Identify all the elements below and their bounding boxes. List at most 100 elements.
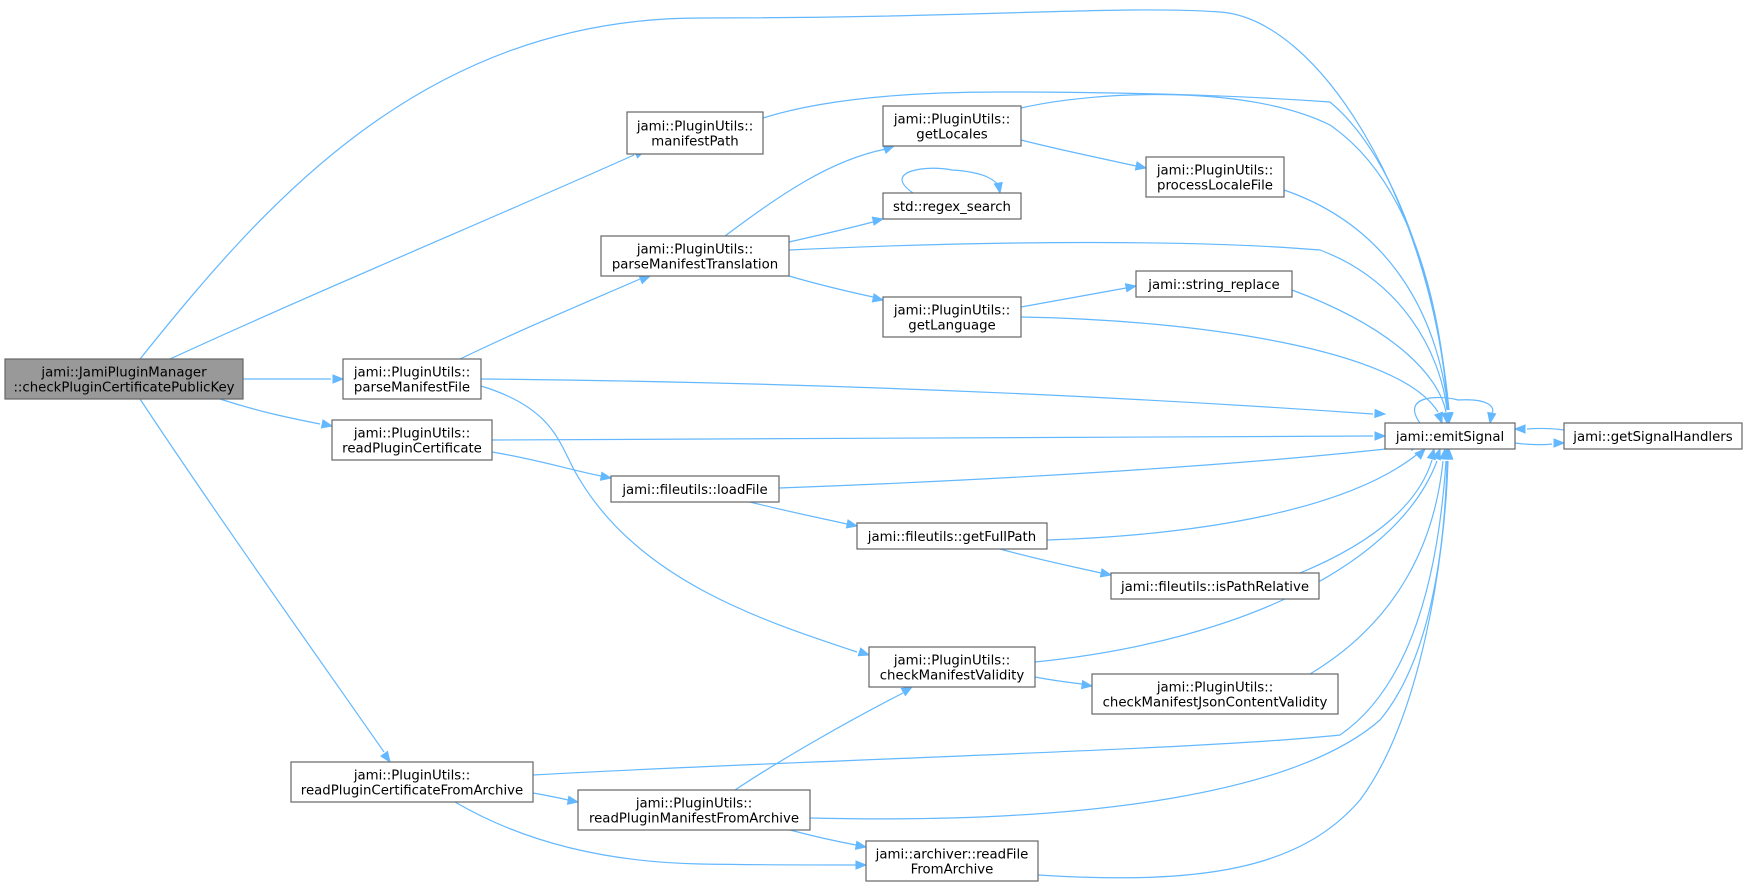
- node-getLanguage[interactable]: jami::PluginUtils::getLanguage: [882, 296, 1022, 338]
- node-box[interactable]: [856, 522, 1048, 550]
- node-getLocales[interactable]: jami::PluginUtils::getLocales: [882, 105, 1022, 147]
- edge-getFullPath-to-isPathRelative: [999, 548, 1113, 578]
- node-box[interactable]: [577, 789, 811, 831]
- edge-line: [724, 148, 887, 237]
- node-label-line: readPluginCertificate: [342, 442, 482, 457]
- node-readPluginCertificate[interactable]: jami::PluginUtils::readPluginCertificate: [331, 419, 493, 461]
- node-isPathRelative[interactable]: jami::fileutils::isPathRelative: [1110, 572, 1320, 600]
- node-string_replace[interactable]: jami::string_replace: [1135, 270, 1293, 298]
- node-emitSignal[interactable]: jami::emitSignal: [1384, 422, 1516, 450]
- node-box[interactable]: [1110, 572, 1320, 600]
- node-box[interactable]: [865, 840, 1039, 882]
- node-loadFile[interactable]: jami::fileutils::loadFile: [610, 475, 780, 503]
- edge-getFullPath-to-emitSignal: [1046, 448, 1426, 541]
- edge-parseManifestFile-to-parseManifestTranslation: [459, 275, 652, 360]
- edge-checkPluginCertificatePublicKey-to-manifestPath: [169, 149, 647, 360]
- edge-line: [749, 501, 848, 525]
- edge-parseManifestFile-to-emitSignal: [480, 378, 1387, 419]
- arrowhead: [871, 293, 885, 303]
- node-box[interactable]: [626, 111, 764, 155]
- node-box[interactable]: [1384, 422, 1516, 450]
- node-label-line: jami::fileutils::isPathRelative: [1120, 580, 1309, 595]
- edge-line: [1020, 287, 1127, 308]
- edge-line: [788, 241, 1448, 411]
- node-parseManifestTranslation[interactable]: jami::PluginUtils::parseManifestTranslat…: [600, 235, 790, 277]
- node-box[interactable]: [600, 235, 790, 277]
- edge-getSignalHandlers-to-emitSignal: [1513, 424, 1565, 434]
- arrowhead: [993, 181, 1003, 195]
- node-label-line: checkManifestValidity: [880, 669, 1025, 684]
- arrowhead: [638, 275, 652, 285]
- edge-line: [139, 398, 385, 753]
- arrowhead: [1124, 283, 1138, 293]
- node-label-line: jami::PluginUtils::: [635, 797, 752, 812]
- edge-checkManifestValidity-to-checkManifestJsonContentValidity: [1034, 676, 1094, 690]
- node-box[interactable]: [290, 761, 534, 803]
- node-label-line: readPluginManifestFromArchive: [589, 812, 799, 827]
- node-label-line: checkManifestJsonContentValidity: [1103, 696, 1328, 711]
- node-box[interactable]: [868, 646, 1036, 688]
- edge-line: [169, 154, 635, 360]
- node-box[interactable]: [342, 358, 482, 400]
- node-box[interactable]: [882, 296, 1022, 338]
- arrowhead: [1080, 679, 1094, 690]
- edge-parseManifestTranslation-to-getLocales: [724, 145, 896, 237]
- node-box[interactable]: [4, 358, 244, 400]
- node-box[interactable]: [331, 419, 493, 461]
- node-parseManifestFile[interactable]: jami::PluginUtils::parseManifestFile: [342, 358, 482, 400]
- edge-parseManifestFile-to-checkManifestValidity: [480, 385, 871, 657]
- edge-getLanguage-to-emitSignal: [1020, 316, 1443, 425]
- edge-line: [1020, 316, 1439, 413]
- edge-manifestPath-to-emitSignal: [762, 91, 1454, 425]
- edge-line: [139, 9, 1450, 411]
- edge-string_replace-to-emitSignal: [1291, 289, 1451, 425]
- node-label-line: jami::PluginUtils::: [1156, 681, 1273, 696]
- node-box[interactable]: [1091, 673, 1339, 715]
- node-checkPluginCertificatePublicKey[interactable]: jami::JamiPluginManager::checkPluginCert…: [4, 358, 244, 400]
- node-checkManifestJsonContentValidity[interactable]: jami::PluginUtils::checkManifestJsonCont…: [1091, 673, 1339, 715]
- edge-line: [788, 275, 874, 298]
- node-label-line: readPluginCertificateFromArchive: [301, 784, 523, 799]
- node-readPluginManifestFromArchive[interactable]: jami::PluginUtils::readPluginManifestFro…: [577, 789, 811, 831]
- node-box[interactable]: [882, 105, 1022, 147]
- node-label-line: std::regex_search: [893, 200, 1011, 215]
- arrowhead: [1433, 411, 1443, 425]
- node-label-line: jami::PluginUtils::: [893, 113, 1010, 128]
- node-label-line: jami::PluginUtils::: [893, 654, 1010, 669]
- node-box[interactable]: [882, 192, 1022, 220]
- edge-isPathRelative-to-emitSignal: [1299, 447, 1436, 574]
- edge-readPluginCertificate-to-emitSignal: [491, 431, 1387, 441]
- node-box[interactable]: [1145, 156, 1285, 198]
- node-readPluginCertificateFromArchive[interactable]: jami::PluginUtils::readPluginCertificate…: [290, 761, 534, 803]
- node-box[interactable]: [1563, 422, 1743, 450]
- node-box[interactable]: [610, 475, 780, 503]
- node-box[interactable]: [1135, 270, 1293, 298]
- edge-line: [491, 451, 602, 477]
- node-manifestPath[interactable]: jami::PluginUtils::manifestPath: [626, 111, 764, 155]
- arrowhead: [900, 686, 914, 697]
- edge-line: [1034, 676, 1083, 685]
- edge-loadFile-to-getFullPath: [749, 501, 859, 529]
- arrowhead: [566, 795, 580, 805]
- edge-line: [788, 221, 874, 243]
- edge-line: [219, 398, 321, 425]
- edge-parseManifestTranslation-to-getLanguage: [788, 275, 885, 303]
- node-getFullPath[interactable]: jami::fileutils::getFullPath: [856, 522, 1048, 550]
- node-processLocaleFile[interactable]: jami::PluginUtils::processLocaleFile: [1145, 156, 1285, 198]
- edge-line: [734, 692, 904, 791]
- arrowhead: [1099, 568, 1113, 578]
- node-regex_search[interactable]: std::regex_search: [882, 192, 1022, 220]
- edge-getLanguage-to-string_replace: [1020, 283, 1138, 308]
- node-label-line: getLocales: [916, 128, 987, 143]
- node-label-line: jami::PluginUtils::: [353, 427, 470, 442]
- node-getSignalHandlers[interactable]: jami::getSignalHandlers: [1563, 422, 1743, 450]
- edge-readPluginCertificateFromArchive-to-readPluginManifestFromArchive: [532, 792, 580, 805]
- node-label-line: ::checkPluginCertificatePublicKey: [13, 381, 234, 396]
- edge-line: [480, 378, 1374, 415]
- arrowhead: [1374, 431, 1387, 441]
- node-label-line: jami::getSignalHandlers: [1572, 430, 1732, 445]
- node-checkManifestValidity[interactable]: jami::PluginUtils::checkManifestValidity: [868, 646, 1036, 688]
- arrowhead: [380, 750, 391, 764]
